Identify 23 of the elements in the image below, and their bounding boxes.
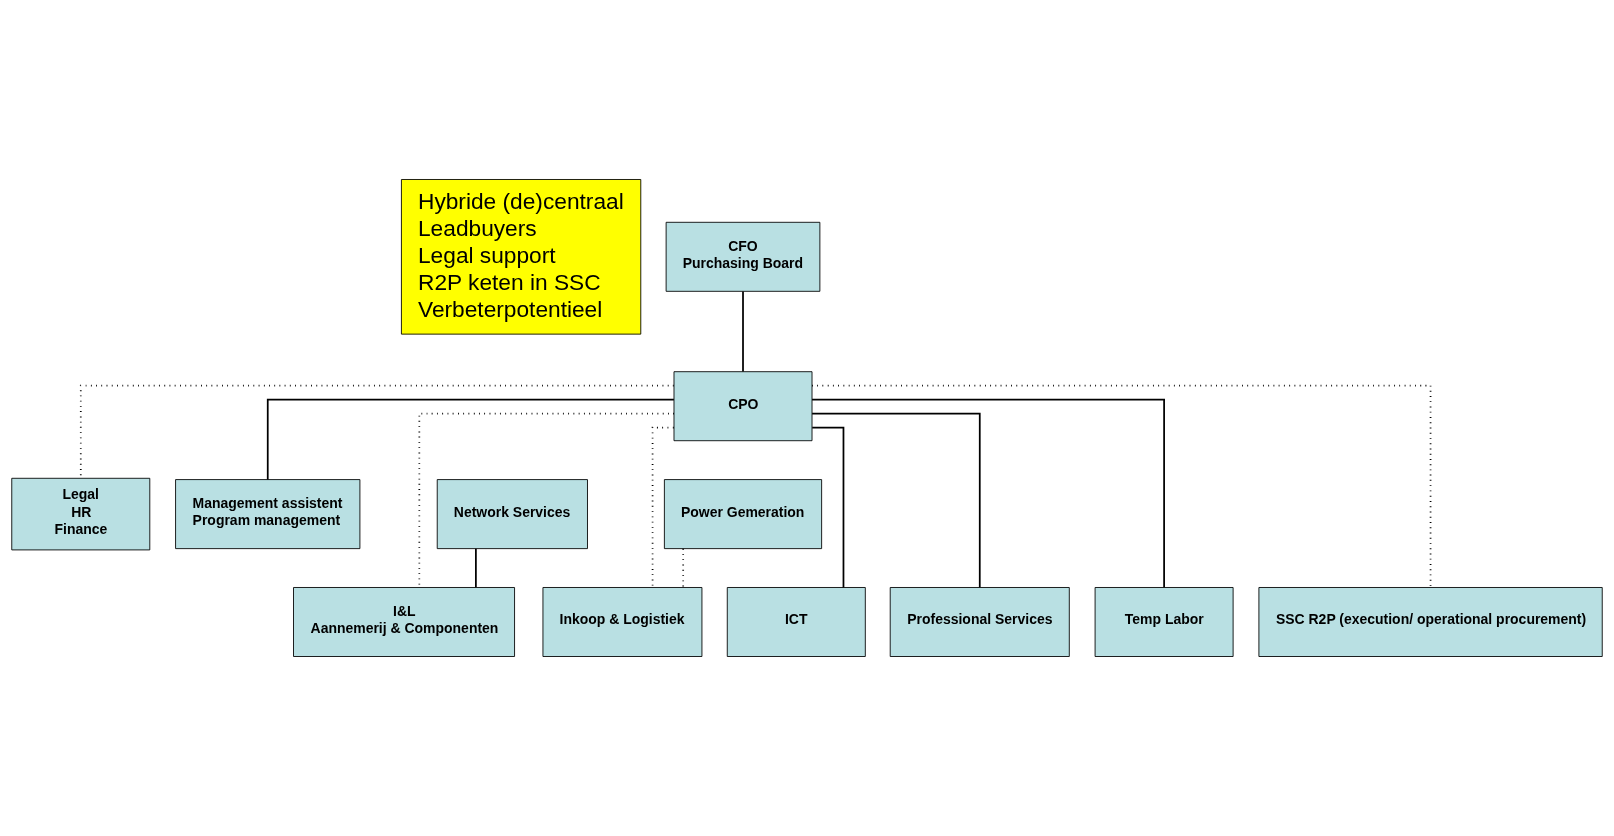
connector — [475, 547, 477, 589]
node-box: Management assistent Program management — [175, 479, 361, 550]
node-box: I&L Aannemerij & Componenten — [293, 587, 515, 657]
node-box: Power Gemeration — [663, 479, 823, 550]
connector — [811, 384, 1432, 589]
connector — [742, 290, 744, 373]
node-box: CFO Purchasing Board — [665, 221, 821, 292]
node-box: Network Services — [436, 479, 588, 550]
node-box: Professional Services — [889, 587, 1070, 657]
node-box: SSC R2P (execution/ operational procurement) — [1258, 587, 1603, 657]
connector — [651, 426, 675, 589]
connector — [418, 412, 675, 589]
node-box: ICT — [726, 587, 866, 657]
node-box: Temp Labor — [1094, 587, 1234, 657]
node-box: Inkoop & Logistiek — [542, 587, 703, 657]
connector — [811, 412, 981, 589]
node-box: Legal HR Finance — [11, 477, 151, 551]
connector — [811, 398, 1165, 589]
connector — [266, 398, 675, 481]
connector — [811, 426, 845, 589]
node-box: CPO — [673, 371, 813, 442]
connector — [79, 384, 675, 479]
node-box: Hybride (de)centraal Leadbuyers Legal support R2P keten in SSC Verbeterpotentieel — [400, 179, 642, 335]
